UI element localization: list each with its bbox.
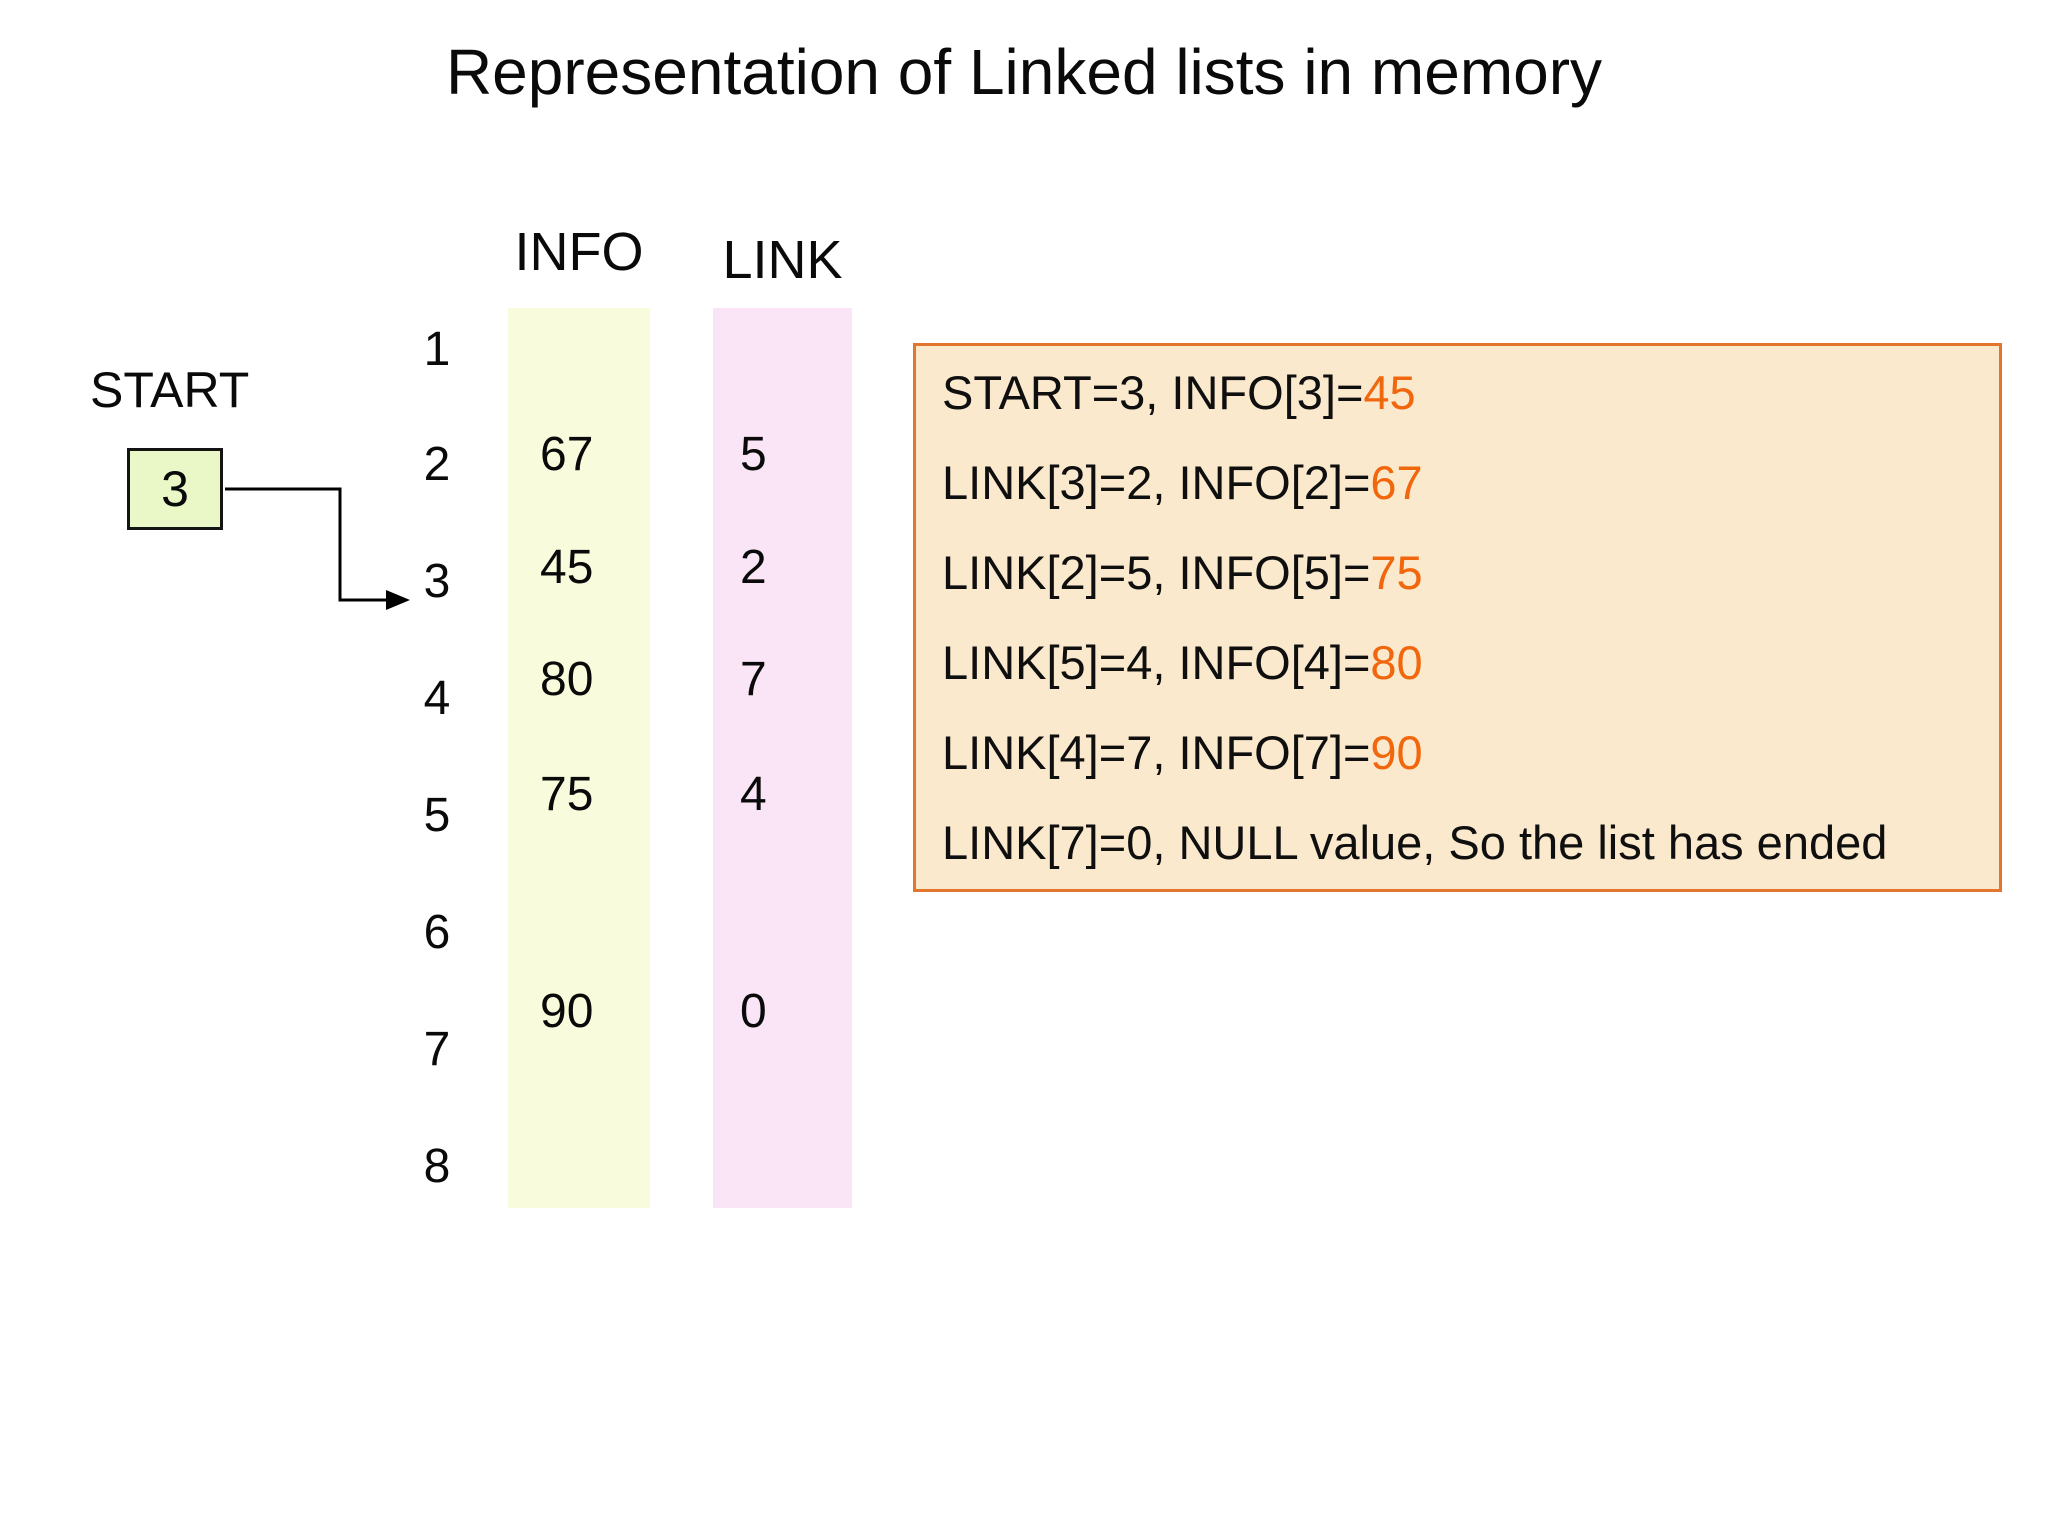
page-title: Representation of Linked lists in memory [445, 36, 1603, 108]
note-line-2-value: 67 [1370, 456, 1423, 509]
row-index-4: 4 [423, 672, 451, 725]
info-value-row3: 45 [540, 541, 594, 594]
note-line-3-value: 75 [1370, 546, 1423, 599]
note-line-2-text: LINK[3]=2, INFO[2]= [942, 456, 1371, 509]
link-value-row5: 4 [740, 768, 767, 821]
note-line-6: LINK[7]=0, NULL value, So the list has e… [942, 798, 1989, 888]
info-value-row5: 75 [540, 768, 594, 821]
row-index-8: 8 [423, 1140, 451, 1193]
link-column-fill [713, 308, 852, 1208]
traversal-note-box: START=3, INFO[3]=45 LINK[3]=2, INFO[2]=6… [913, 343, 2002, 892]
link-value-row2: 5 [740, 428, 767, 481]
note-line-1-text: START=3, INFO[3]= [942, 366, 1364, 419]
row-index-2: 2 [423, 438, 451, 491]
link-column-header: LINK [722, 230, 843, 290]
row-index-7: 7 [423, 1023, 451, 1076]
row-index-1: 1 [423, 323, 451, 376]
info-value-row7: 90 [540, 985, 594, 1038]
row-index-3: 3 [423, 555, 451, 608]
start-pointer-value: 3 [161, 461, 189, 517]
note-line-3-text: LINK[2]=5, INFO[5]= [942, 546, 1371, 599]
note-line-5-value: 90 [1370, 726, 1423, 779]
link-value-row4: 7 [740, 653, 767, 706]
note-line-1-value: 45 [1363, 366, 1416, 419]
info-column-fill [508, 308, 650, 1208]
note-line-4-value: 80 [1370, 636, 1423, 689]
note-line-2: LINK[3]=2, INFO[2]=67 [942, 438, 1989, 528]
link-value-row7: 0 [740, 985, 767, 1038]
note-line-5-text: LINK[4]=7, INFO[7]= [942, 726, 1371, 779]
info-column-header: INFO [514, 222, 644, 282]
info-value-row4: 80 [540, 653, 594, 706]
note-line-1: START=3, INFO[3]=45 [942, 348, 1989, 438]
row-index-5: 5 [423, 789, 451, 842]
note-line-5: LINK[4]=7, INFO[7]=90 [942, 708, 1989, 798]
start-to-row3-arrow-icon [225, 487, 410, 610]
note-line-4: LINK[5]=4, INFO[4]=80 [942, 618, 1989, 708]
link-value-row3: 2 [740, 541, 767, 594]
start-pointer-box: 3 [127, 448, 223, 530]
note-line-4-text: LINK[5]=4, INFO[4]= [942, 636, 1371, 689]
row-index-6: 6 [423, 906, 451, 959]
note-line-6-text: LINK[7]=0, NULL value, So the list has e… [942, 816, 1888, 869]
start-label: START [90, 362, 250, 418]
note-line-3: LINK[2]=5, INFO[5]=75 [942, 528, 1989, 618]
info-value-row2: 67 [540, 428, 594, 481]
